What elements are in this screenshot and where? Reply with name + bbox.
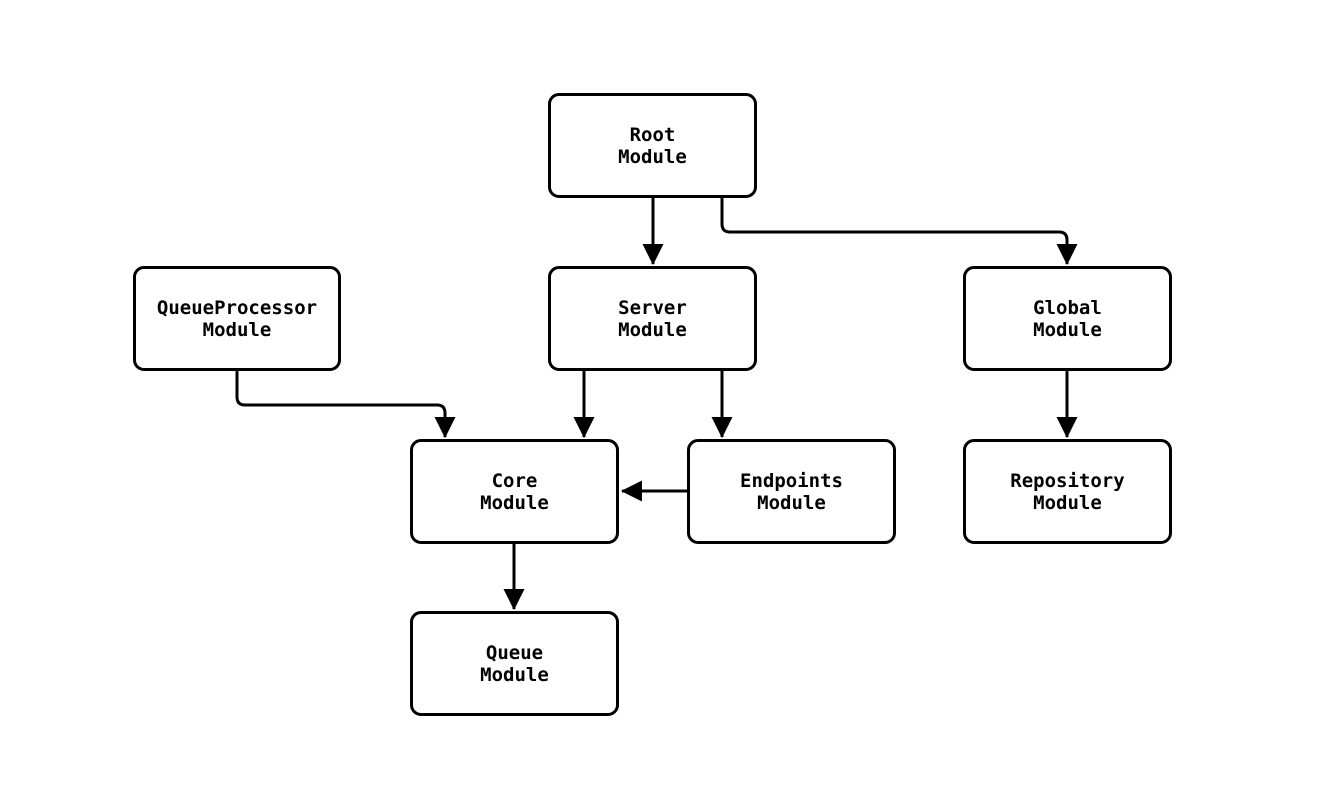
node-label-line1: Core — [491, 469, 538, 492]
node-label-line2: Module — [1033, 491, 1102, 514]
node-label-line2: Module — [618, 318, 687, 341]
node-label-line2: Module — [1033, 318, 1102, 341]
node-label-line1: Repository — [1010, 469, 1125, 492]
node-label-line2: Module — [480, 663, 549, 686]
node-label-line1: QueueProcessor — [156, 296, 318, 319]
node-label-line1: Endpoints — [740, 469, 843, 492]
node-label-line2: Module — [757, 491, 826, 514]
edge-root-to-global — [720, 198, 1078, 266]
node-label-line2: Module — [480, 491, 549, 514]
node-label-line2: Module — [618, 145, 687, 168]
node-label-line1: Root — [629, 123, 676, 146]
node-label-line1: Server — [618, 296, 687, 319]
edge-queueprocessor-to-core — [235, 371, 456, 439]
node-label-line2: Module — [202, 318, 272, 341]
node-label-line1: Global — [1033, 296, 1102, 319]
node-label-line1: Queue — [485, 641, 544, 664]
